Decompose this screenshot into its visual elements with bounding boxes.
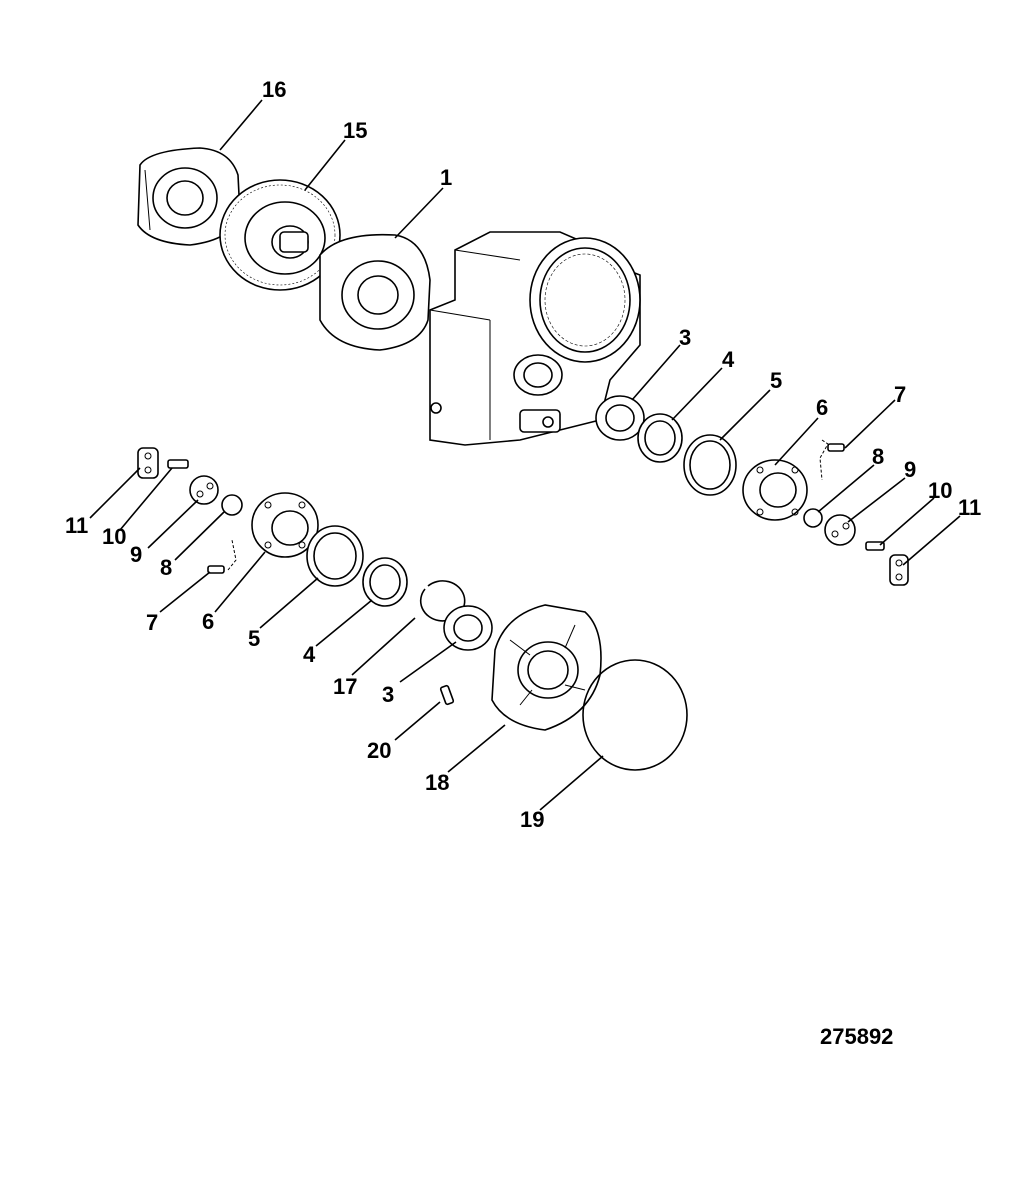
callout-8-left: 8	[160, 555, 172, 580]
part-8-oring-right	[803, 508, 823, 528]
callout-1: 1	[440, 165, 452, 190]
part-4-seal-left	[362, 557, 408, 607]
part-19-oring-large	[582, 659, 688, 771]
part-10-screw-left	[167, 459, 189, 469]
part-5-ring-right	[683, 434, 737, 496]
callout-labels: 16 15 1 3 4 5 6 7 8 9 10 11 11 10 9 8 7 …	[65, 77, 981, 1049]
figure-number: 275892	[820, 1024, 893, 1049]
part-3-bearing-right	[595, 395, 645, 441]
part-3-bearing-left	[443, 605, 493, 651]
callout-11-right: 11	[958, 495, 981, 520]
callout-4-right: 4	[722, 347, 735, 372]
callout-15: 15	[343, 118, 367, 143]
part-9-washer-left	[189, 475, 219, 505]
part-6-flange-right	[742, 459, 808, 521]
callout-5-left: 5	[248, 626, 260, 651]
part-20-screw	[439, 684, 455, 706]
part-11-lockplate-right	[889, 554, 909, 586]
callout-4-left: 4	[303, 642, 316, 667]
callout-5-right: 5	[770, 368, 782, 393]
part-10-screw-right	[865, 541, 885, 551]
leader-lines	[89, 99, 961, 811]
callout-6-left: 6	[202, 609, 214, 634]
part-11-lockplate-left	[137, 447, 159, 479]
callout-11-left: 11	[65, 513, 88, 538]
main-housing	[429, 231, 641, 446]
callout-3-right: 3	[679, 325, 691, 350]
callout-16: 16	[262, 77, 286, 102]
callout-10-right: 10	[928, 478, 952, 503]
part-16-thrust-plate	[137, 147, 241, 246]
part-7-bolt-right	[819, 439, 845, 481]
part-4-seal-right	[637, 413, 683, 463]
callout-18: 18	[425, 770, 449, 795]
part-18-end-cover	[491, 604, 602, 731]
callout-17: 17	[333, 674, 357, 699]
part-7-bolt-left	[207, 539, 237, 574]
callout-7-right: 7	[894, 382, 906, 407]
callout-6-right: 6	[816, 395, 828, 420]
part-1-cover-plate	[319, 233, 431, 351]
callout-10-left: 10	[102, 524, 126, 549]
part-5-ring-left	[306, 525, 364, 587]
part-8-oring-left	[221, 494, 243, 516]
callout-7-left: 7	[146, 610, 158, 635]
part-9-washer-right	[824, 514, 856, 546]
callout-9-left: 9	[130, 542, 142, 567]
callout-3-left: 3	[382, 682, 394, 707]
part-15-gear	[219, 179, 341, 291]
callout-19: 19	[520, 807, 544, 832]
callout-20: 20	[367, 738, 391, 763]
part-6-flange-left	[251, 492, 319, 558]
callout-8-right: 8	[872, 444, 884, 469]
callout-9-right: 9	[904, 457, 916, 482]
